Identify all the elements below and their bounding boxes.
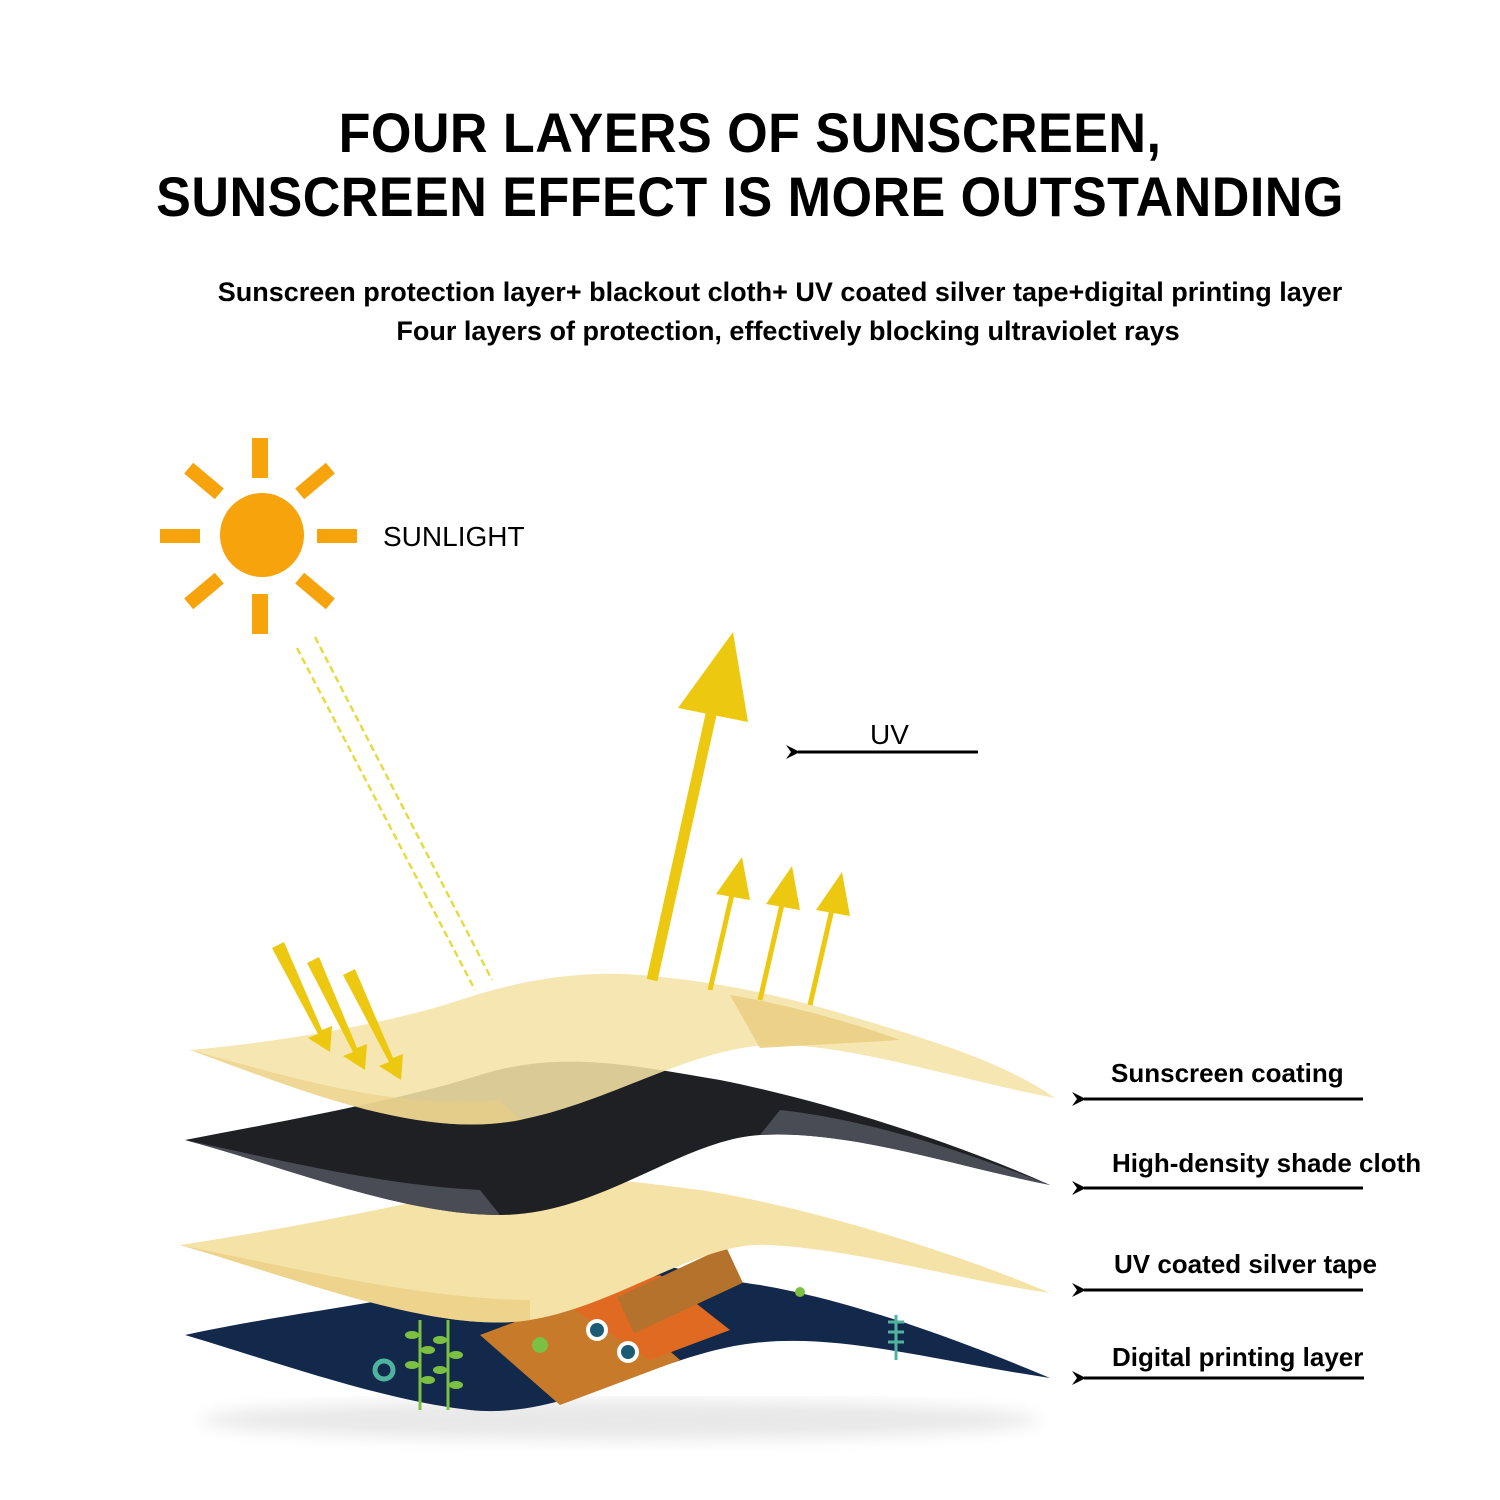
- sunscreen-coating-layer: [190, 973, 1055, 1125]
- dashed-sunlight-rays: [295, 636, 494, 991]
- subtitle-line-2: Four layers of protection, effectively b…: [396, 316, 1180, 346]
- sunlight-label: SUNLIGHT: [383, 521, 525, 552]
- title-line-1: FOUR LAYERS OF SUNSCREEN,: [338, 101, 1162, 164]
- layer-label-arrows: [1072, 1092, 1364, 1385]
- subtitle-line-1: Sunscreen protection layer+ blackout clo…: [217, 277, 1343, 307]
- uv-label: UV: [870, 719, 909, 750]
- label-digital-printing-layer: Digital printing layer: [1112, 1342, 1364, 1372]
- label-high-density-shade-cloth: High-density shade cloth: [1112, 1148, 1422, 1178]
- sun-icon: [160, 438, 357, 634]
- reflected-uv-arrows: [646, 632, 850, 1006]
- label-uv-coated-silver-tape: UV coated silver tape: [1114, 1249, 1377, 1279]
- title-line-2: SUNSCREEN EFFECT IS MORE OUTSTANDING: [156, 165, 1344, 228]
- uv-coated-silver-tape-layer: [180, 1178, 1050, 1323]
- label-sunscreen-coating: Sunscreen coating: [1111, 1058, 1344, 1088]
- incoming-ray-arrows: [272, 942, 403, 1080]
